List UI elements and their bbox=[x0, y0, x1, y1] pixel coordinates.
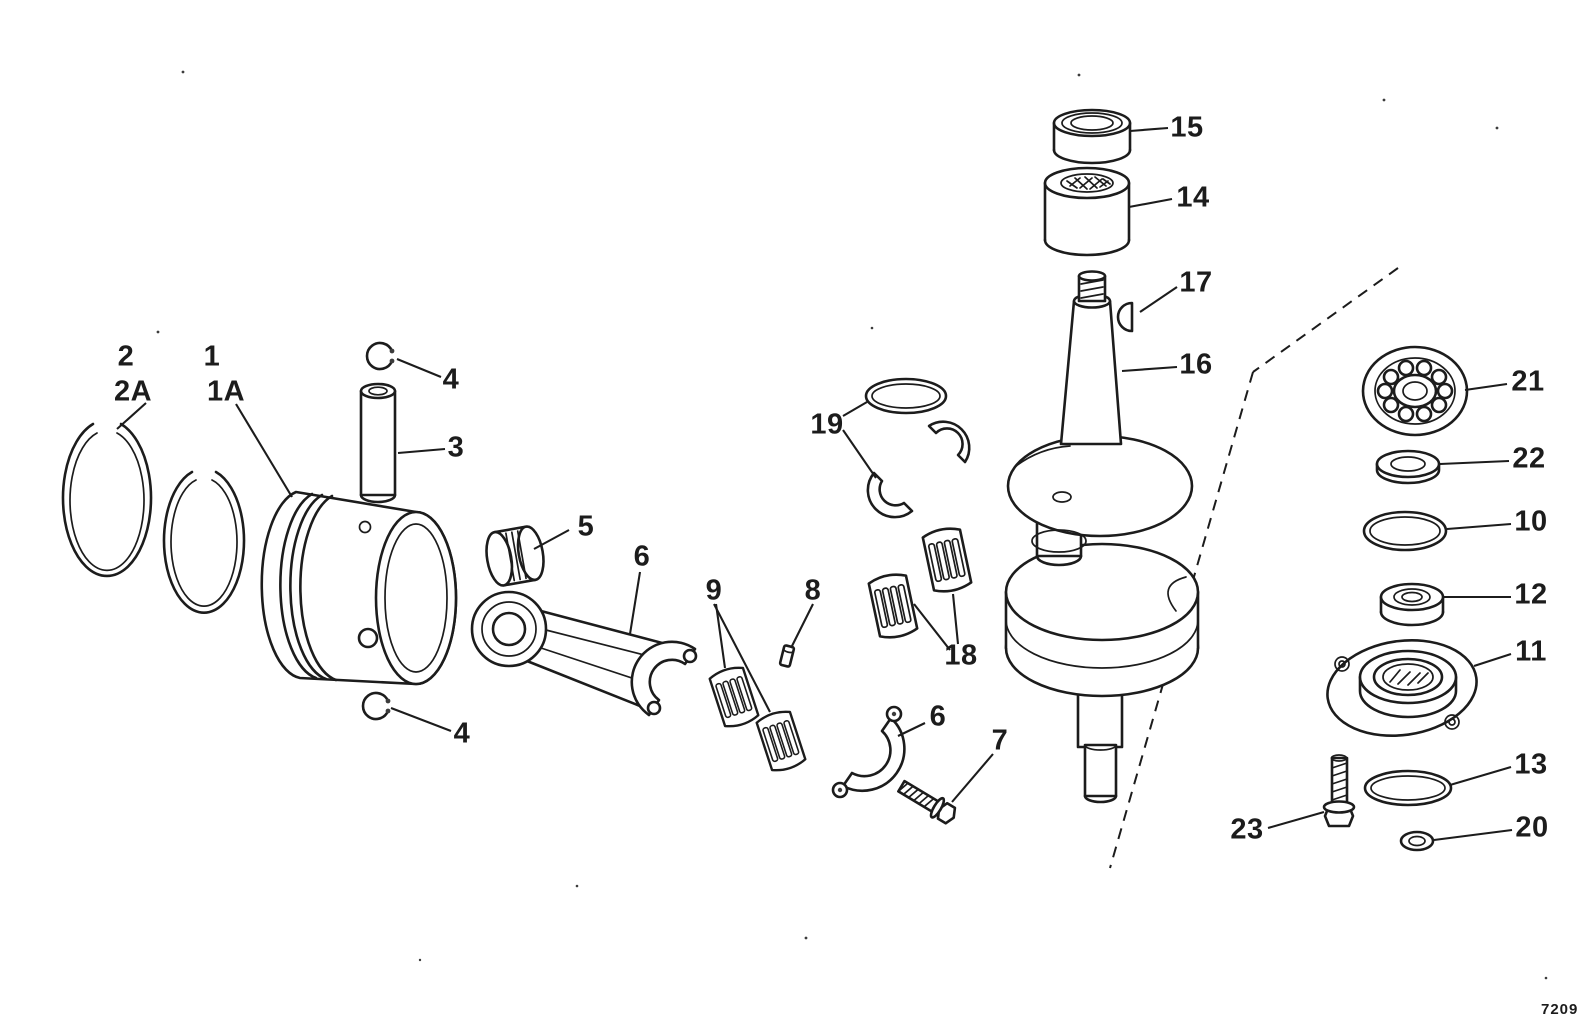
scan-specks bbox=[156, 70, 1548, 980]
leader-7 bbox=[951, 753, 994, 803]
leader-10 bbox=[1446, 522, 1512, 531]
leader-21 bbox=[1464, 382, 1508, 392]
leader-6-rod bbox=[628, 571, 642, 635]
part-13-o-ring bbox=[1363, 769, 1453, 807]
leader-4-top bbox=[396, 358, 442, 378]
callout-10: 10 bbox=[1514, 505, 1548, 538]
part-17-key bbox=[1116, 301, 1134, 333]
part-6-rod-cap bbox=[831, 705, 906, 799]
callout-18: 18 bbox=[944, 639, 978, 672]
part-20-washer bbox=[1399, 830, 1435, 852]
leader-4-bottom bbox=[390, 707, 452, 732]
leader-9a bbox=[714, 603, 727, 669]
callout-17: 17 bbox=[1179, 266, 1213, 299]
callout-11: 11 bbox=[1515, 635, 1547, 668]
callout-6-rod: 6 bbox=[633, 540, 651, 573]
callout-19: 19 bbox=[810, 408, 844, 441]
leader-18b bbox=[913, 603, 951, 651]
callout-6-cap: 6 bbox=[929, 700, 947, 733]
callout-9: 9 bbox=[705, 574, 723, 607]
callout-12: 12 bbox=[1514, 578, 1548, 611]
leader-6-cap bbox=[897, 722, 926, 737]
part-7-screw bbox=[897, 779, 957, 825]
callout-21: 21 bbox=[1511, 365, 1545, 398]
callout-16: 16 bbox=[1179, 348, 1213, 381]
leader-5 bbox=[533, 529, 570, 550]
part-19-ring-and-liner-halves bbox=[864, 377, 971, 519]
leader-11 bbox=[1473, 653, 1512, 667]
part-23-screw bbox=[1322, 754, 1356, 828]
leader-15 bbox=[1129, 126, 1169, 133]
drawing-number: 7209 bbox=[1541, 1001, 1579, 1018]
leader-14 bbox=[1128, 197, 1173, 209]
part-4-retaining-clip-top bbox=[365, 341, 395, 371]
leader-lines bbox=[116, 126, 1513, 842]
assembly-plane-dashed-line bbox=[1109, 267, 1399, 869]
part-2-piston-rings bbox=[61, 422, 246, 614]
leader-3 bbox=[397, 447, 446, 455]
callout-8: 8 bbox=[804, 574, 822, 607]
part-3-piston-pin bbox=[359, 382, 397, 504]
part-14-needle-bearing bbox=[1043, 166, 1131, 257]
callout-14: 14 bbox=[1176, 181, 1210, 214]
part-4-retaining-clip-bottom bbox=[361, 691, 391, 721]
part-11-bearing-head bbox=[1326, 639, 1478, 737]
part-22-washer bbox=[1375, 449, 1441, 485]
leader-13 bbox=[1449, 765, 1512, 787]
callout-3: 3 bbox=[447, 431, 465, 464]
leader-19b bbox=[842, 429, 877, 479]
part-5-needle-bearing bbox=[485, 525, 545, 587]
leader-19a bbox=[842, 401, 868, 417]
leader-17 bbox=[1139, 286, 1178, 313]
part-15-seal bbox=[1052, 108, 1132, 165]
callout-15: 15 bbox=[1170, 111, 1204, 144]
callout-13: 13 bbox=[1514, 748, 1548, 781]
part-1-piston bbox=[260, 490, 458, 686]
callout-4-bottom: 4 bbox=[453, 717, 471, 750]
callout-4-top: 4 bbox=[442, 363, 460, 396]
part-6-connecting-rod bbox=[470, 590, 698, 717]
callout-7: 7 bbox=[991, 724, 1009, 757]
part-8-dowel-pin bbox=[778, 644, 796, 668]
part-12-seal bbox=[1379, 582, 1445, 627]
leader-22 bbox=[1439, 459, 1510, 466]
leader-9b bbox=[713, 603, 771, 713]
callout-1: 1 bbox=[203, 340, 221, 373]
leader-8 bbox=[790, 603, 814, 649]
leader-20 bbox=[1433, 828, 1513, 842]
callout-23: 23 bbox=[1230, 813, 1264, 846]
callout-20: 20 bbox=[1515, 811, 1549, 844]
part-16-crankshaft bbox=[1004, 270, 1200, 804]
callout-2a: 2A bbox=[113, 375, 153, 408]
part-10-o-ring bbox=[1362, 510, 1448, 552]
leader-2 bbox=[116, 402, 147, 430]
callout-22: 22 bbox=[1512, 442, 1546, 475]
leader-16 bbox=[1121, 365, 1178, 373]
leader-18a bbox=[951, 593, 960, 645]
leader-1 bbox=[235, 403, 293, 498]
part-21-ball-bearing bbox=[1361, 345, 1469, 437]
callout-5: 5 bbox=[577, 510, 595, 543]
callout-1a: 1A bbox=[206, 375, 246, 408]
leader-23 bbox=[1267, 810, 1325, 830]
callout-2: 2 bbox=[117, 340, 135, 373]
